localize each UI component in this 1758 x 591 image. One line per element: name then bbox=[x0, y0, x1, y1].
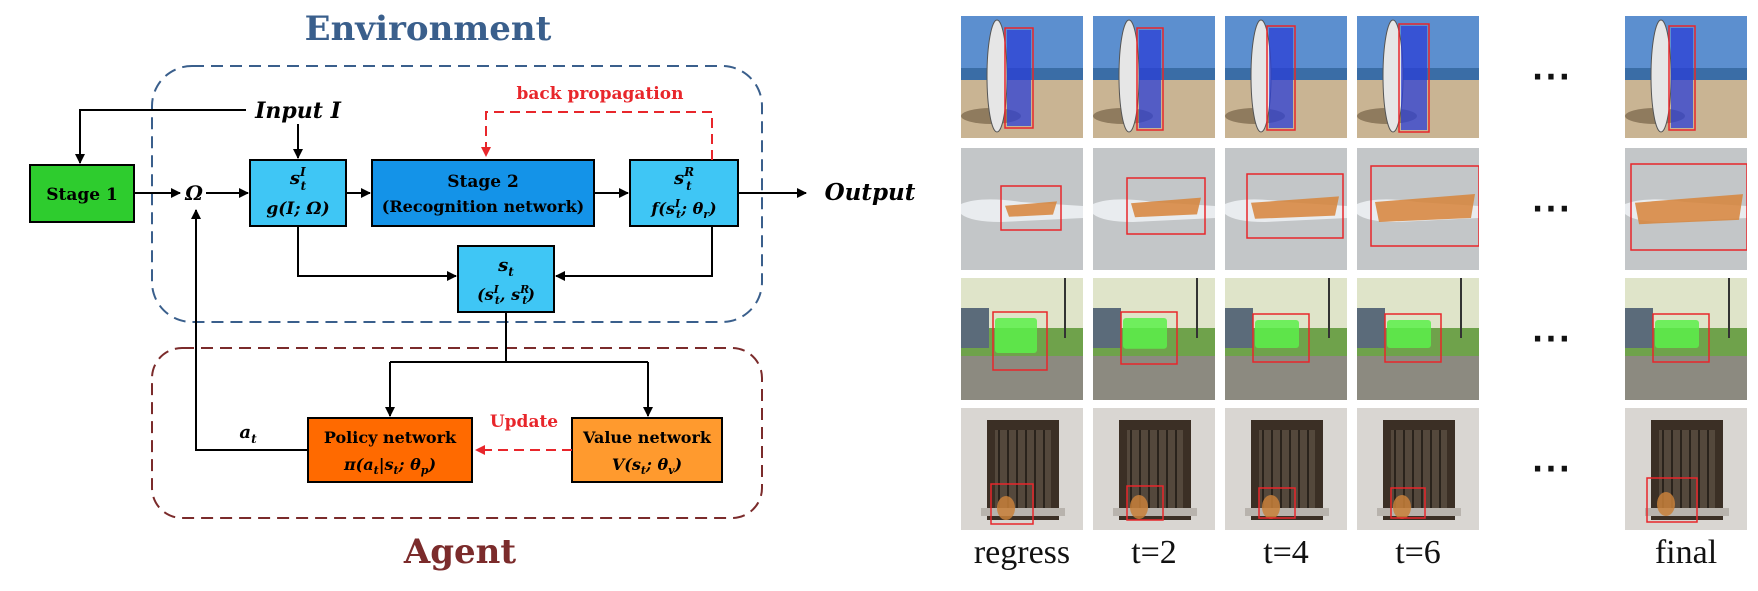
result-thumbnail bbox=[1357, 148, 1479, 270]
result-thumbnail bbox=[961, 16, 1083, 138]
result-thumbnail bbox=[1625, 278, 1747, 400]
column-label: t=2 bbox=[1131, 534, 1177, 571]
result-thumbnail bbox=[1625, 408, 1747, 530]
state-image-formula: g(I; Ω) bbox=[266, 199, 329, 219]
policy-network-title: Policy network bbox=[324, 428, 457, 447]
update-label: Update bbox=[490, 412, 558, 432]
backprop-label: back propagation bbox=[517, 84, 684, 104]
stage2-title: Stage 2 bbox=[447, 172, 519, 192]
result-thumbnail bbox=[1357, 278, 1479, 400]
result-thumbnail bbox=[1625, 16, 1747, 138]
result-thumbnail bbox=[1225, 148, 1347, 270]
result-thumbnail bbox=[1357, 408, 1479, 530]
result-thumbnail bbox=[1225, 16, 1347, 138]
state-image-box bbox=[249, 159, 347, 227]
ellipsis-icon: ··· bbox=[1531, 60, 1573, 95]
state-box bbox=[457, 245, 555, 313]
agent-region bbox=[151, 347, 763, 519]
stage1-label: Stage 1 bbox=[46, 185, 118, 205]
result-thumbnail bbox=[1093, 16, 1215, 138]
result-thumbnail bbox=[961, 148, 1083, 270]
policy-network-box bbox=[307, 417, 473, 483]
stage2-box bbox=[371, 159, 595, 227]
ellipsis-icon: ··· bbox=[1531, 192, 1573, 227]
column-label: t=6 bbox=[1395, 534, 1441, 571]
column-label: regress bbox=[973, 534, 1071, 571]
column-label: t=4 bbox=[1263, 534, 1309, 571]
result-thumbnail bbox=[961, 278, 1083, 400]
omega-label: Ω bbox=[184, 181, 203, 205]
policy-network-formula: π(at|st; θp) bbox=[343, 455, 436, 477]
state-recognition-box bbox=[629, 159, 739, 227]
result-thumbnail bbox=[961, 408, 1083, 530]
value-network-box bbox=[571, 417, 723, 483]
environment-title: Environment bbox=[305, 9, 552, 49]
ellipsis-icon: ··· bbox=[1531, 452, 1573, 487]
column-label: final bbox=[1654, 534, 1718, 571]
result-thumbnail bbox=[1357, 16, 1479, 138]
input-label: Input I bbox=[254, 98, 341, 124]
value-network-title: Value network bbox=[582, 428, 712, 447]
result-thumbnail bbox=[1093, 148, 1215, 270]
agent-title: Agent bbox=[403, 532, 517, 572]
stage2-subtitle: (Recognition network) bbox=[382, 197, 584, 216]
result-thumbnail bbox=[1093, 278, 1215, 400]
result-thumbnail bbox=[1625, 148, 1747, 270]
output-label: Output bbox=[825, 179, 916, 206]
action-label: at bbox=[239, 422, 257, 446]
stage1-box bbox=[29, 164, 135, 223]
value-network-formula: V(st; θv) bbox=[612, 455, 682, 477]
ellipsis-icon: ··· bbox=[1531, 322, 1573, 357]
result-thumbnail bbox=[1225, 408, 1347, 530]
result-thumbnail bbox=[1093, 408, 1215, 530]
result-thumbnail bbox=[1225, 278, 1347, 400]
